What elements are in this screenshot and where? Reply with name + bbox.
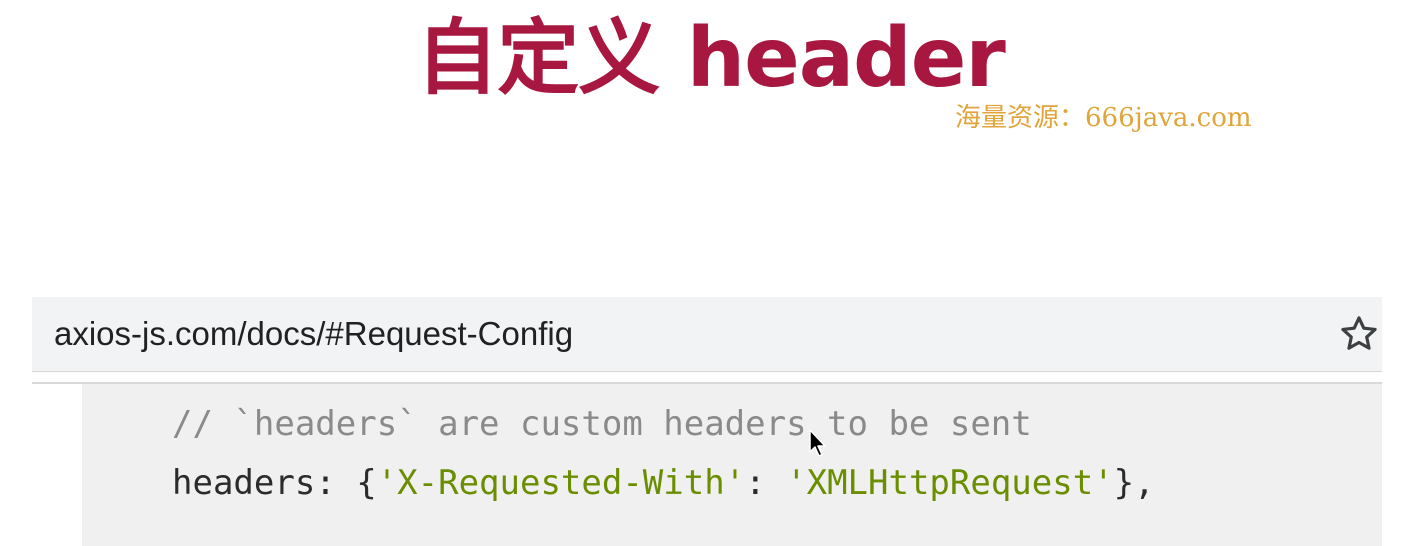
code-block: // `headers` are custom headers to be se… [82, 384, 1382, 546]
code-closing: }, [1113, 463, 1155, 503]
browser-address-bar[interactable]: axios-js.com/docs/#Request-Config [32, 297, 1382, 372]
code-string-header-value: 'XMLHttpRequest' [786, 463, 1114, 503]
mouse-pointer-icon [808, 428, 828, 458]
code-string-header-name: 'X-Requested-With' [376, 463, 746, 503]
star-icon[interactable] [1338, 313, 1380, 355]
code-comment-line: // `headers` are custom headers to be se… [172, 404, 1032, 444]
slide-title: 自定义 header [416, 11, 1006, 106]
code-key: headers: { [172, 463, 377, 503]
code-colon: : [745, 463, 787, 503]
content-divider [32, 382, 1382, 384]
code-headers-line: headers: {'X-Requested-With': 'XMLHttpRe… [172, 459, 1155, 507]
url-text[interactable]: axios-js.com/docs/#Request-Config [54, 315, 574, 352]
watermark-text: 海量资源：666java.com [955, 103, 1252, 133]
